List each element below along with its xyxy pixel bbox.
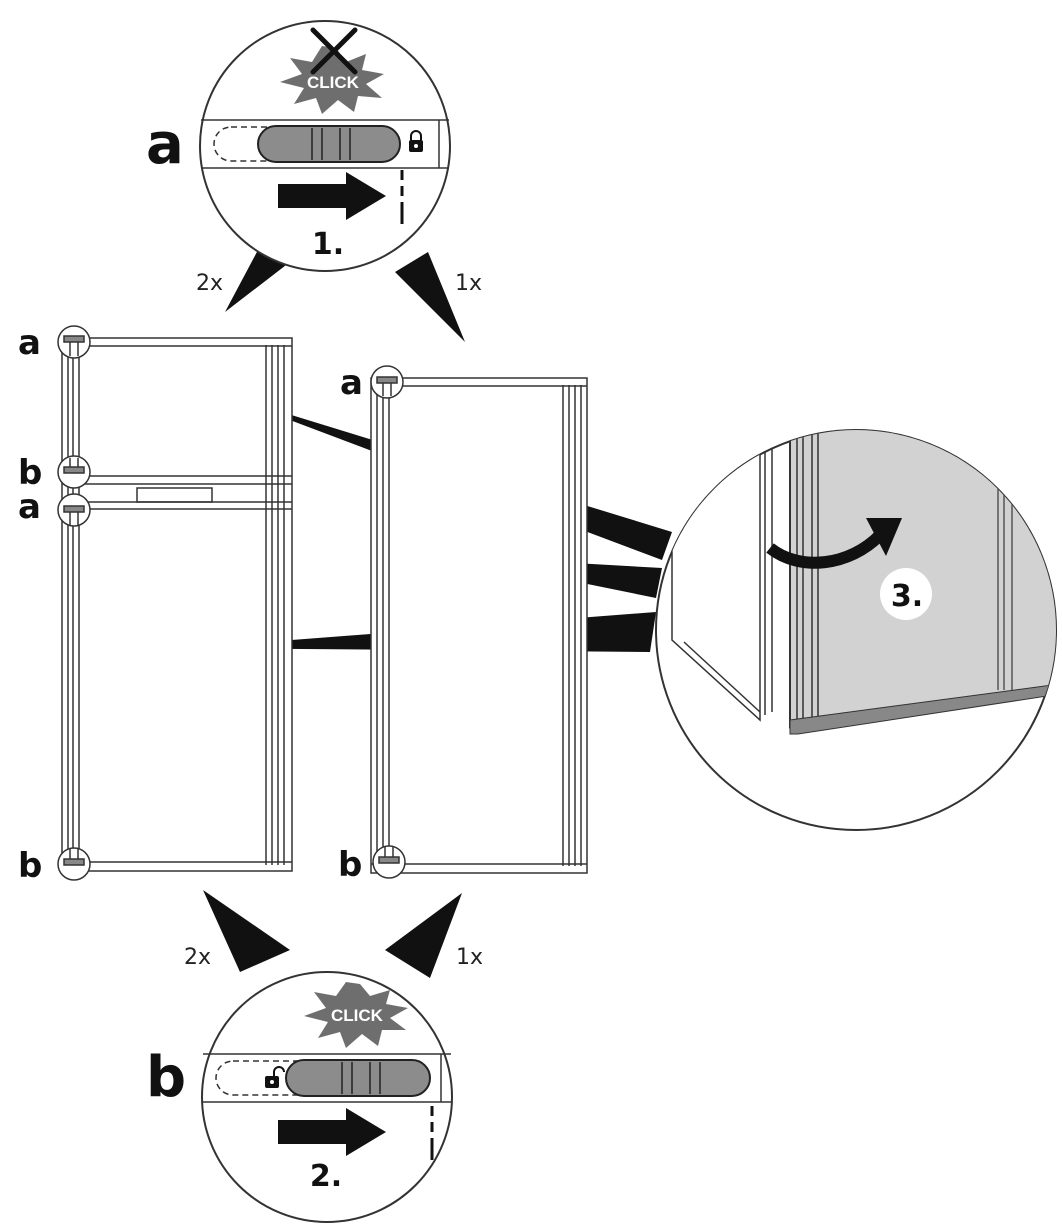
- hinge-marker: [57, 847, 91, 881]
- top-detail: CLICK 1.: [199, 20, 451, 272]
- hinge-marker: [57, 455, 91, 489]
- cross-icon: [310, 27, 358, 75]
- click-burst: [304, 982, 408, 1048]
- count-label: 1x: [456, 945, 483, 970]
- hinge-marker: [57, 325, 91, 359]
- top-detail-label: a: [146, 112, 184, 177]
- right-hinge-label: a: [340, 363, 363, 403]
- left-door-hinges: [57, 325, 91, 881]
- hinge-marker: [57, 493, 91, 527]
- left-hinge-label: b: [18, 453, 42, 493]
- left-hinge-label: a: [18, 487, 41, 527]
- click-text: CLICK: [307, 73, 360, 92]
- slider: [285, 1059, 431, 1097]
- arrow-right-icon: [278, 1108, 386, 1156]
- count-label: 2x: [196, 271, 223, 296]
- left-hinge-label: b: [18, 846, 42, 886]
- click-text: CLICK: [331, 1006, 384, 1025]
- step-label: 1.: [312, 227, 344, 262]
- lock-icon: [409, 130, 423, 152]
- wedge-bottom-left: [203, 890, 290, 972]
- wedge-top-right: [395, 252, 465, 342]
- left-door: [61, 337, 293, 872]
- door-panel: [789, 430, 1056, 729]
- hinge-marker: [372, 845, 406, 879]
- left-door-handle: [136, 487, 213, 503]
- right-hinge-label: b: [338, 845, 362, 885]
- right-door-frame: [370, 377, 588, 874]
- count-label: 2x: [184, 945, 211, 970]
- bottom-detail: CLICK 2.: [201, 971, 453, 1223]
- slider: [257, 125, 401, 163]
- wedge-bottom-right: [385, 893, 462, 978]
- step-badge: [880, 568, 932, 620]
- right-door: [370, 377, 588, 874]
- hinge-marker: [370, 365, 404, 399]
- step-label: 2.: [310, 1159, 342, 1194]
- left-hinge-label: a: [18, 323, 41, 363]
- arrow-right-icon: [278, 172, 386, 220]
- unlock-icon: [265, 1066, 285, 1088]
- right-door-hinges: [370, 365, 406, 879]
- left-door-frame: [61, 337, 293, 872]
- curved-arrow-icon: [766, 518, 902, 569]
- wedge-top-left: [225, 250, 290, 312]
- bottom-detail-label: b: [146, 1045, 186, 1110]
- click-burst: [280, 46, 384, 114]
- step-label: 3.: [891, 579, 923, 614]
- count-label: 1x: [455, 271, 482, 296]
- right-detail: 3.: [655, 429, 1057, 831]
